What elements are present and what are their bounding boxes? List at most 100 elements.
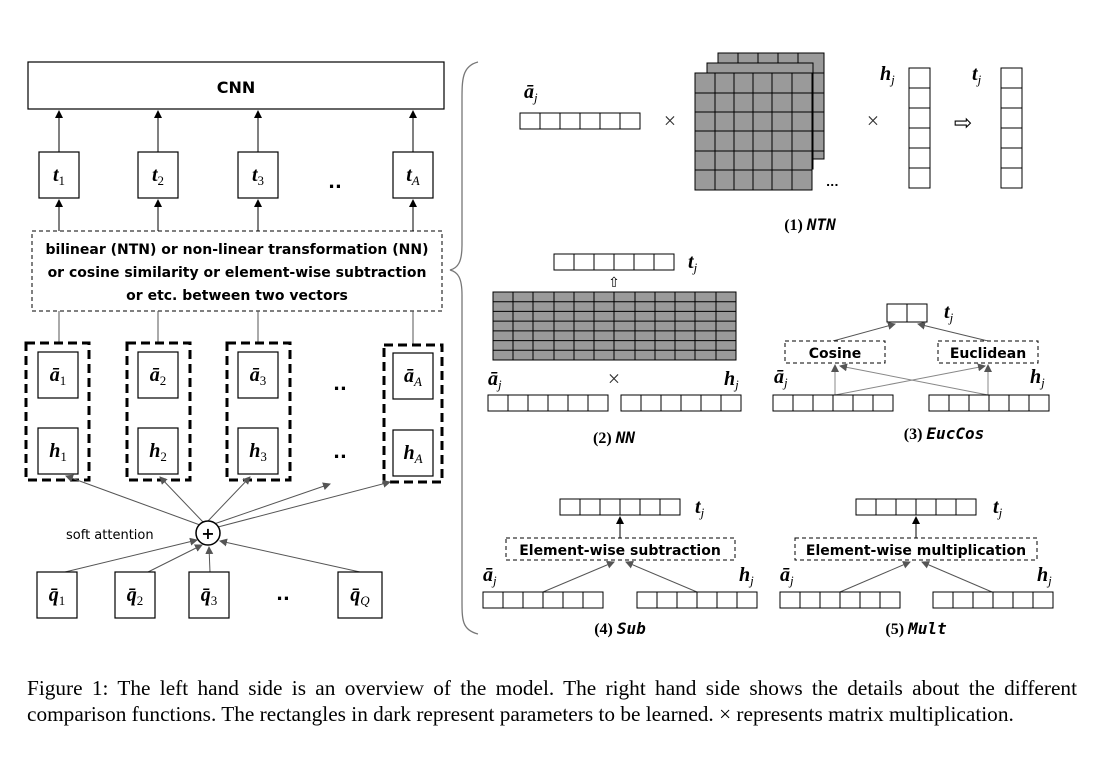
sub-a-label: āj — [483, 564, 497, 588]
a-box-A: āA — [392, 352, 434, 400]
attention-arrows — [65, 474, 391, 528]
cosine-label: Cosine — [809, 346, 862, 362]
q-ellipsis: .. — [276, 584, 290, 605]
mult-a-label: āj — [780, 564, 794, 588]
subtraction-box — [505, 537, 736, 561]
a-box-2: ā2 — [137, 351, 179, 399]
h-box-A: hA — [392, 429, 434, 477]
comparison-line-1: bilinear (NTN) or non-linear transformat… — [46, 242, 429, 258]
a-box-1: ā1 — [37, 351, 79, 399]
euccos-h-label: hj — [1030, 366, 1045, 390]
euclidean-box — [937, 340, 1039, 364]
nn-t-vector — [553, 253, 675, 271]
euccos-t-vector — [886, 303, 928, 323]
t-ellipsis: .. — [328, 172, 342, 193]
svg-text:āA: āA — [404, 365, 422, 389]
ntn-t-vector — [1000, 67, 1023, 189]
a-row: ā1 ā2 ā3 .. āA — [37, 351, 434, 400]
mult-h-vector — [932, 591, 1054, 609]
mult-a-vector — [779, 591, 901, 609]
mult-panel: tj Element-wise multiplication āj hj (5)… — [779, 496, 1054, 638]
svg-text:q̄2: q̄2 — [127, 584, 144, 608]
t-to-cnn-arrows — [55, 110, 417, 152]
ntn-t-label: tj — [972, 63, 982, 87]
ntn-times-1: × — [664, 108, 676, 133]
euclidean-label: Euclidean — [950, 346, 1026, 362]
pair-to-comp-lines — [58, 311, 414, 345]
h-box-3: h3 — [237, 427, 279, 475]
h-box-2: h2 — [137, 427, 179, 475]
plus-symbol: + — [201, 524, 214, 543]
euccos-arrows — [832, 321, 989, 342]
q-box-Q: q̄Q — [337, 571, 383, 619]
svg-text:hA: hA — [403, 442, 422, 466]
svg-text:ā2: ā2 — [150, 364, 167, 388]
mult-h-label: hj — [1037, 564, 1052, 588]
euccos-panel: tj Cosine Euclidean āj hj — [772, 301, 1050, 443]
svg-text:h2: h2 — [149, 440, 167, 464]
sub-t-vector — [559, 498, 681, 516]
pair-boxes — [24, 341, 444, 484]
svg-text:t3: t3 — [252, 164, 264, 188]
multiplication-box — [794, 537, 1038, 561]
comparison-box — [31, 230, 443, 312]
left-overview: CNN t1 t2 t3 .. tA — [24, 61, 445, 619]
ntn-h-label: hj — [880, 63, 895, 87]
ntn-a-label: āj — [524, 81, 538, 105]
nn-panel: tj ⇧ āj × hj (2) NN — [487, 251, 742, 447]
nn-a-vector — [487, 394, 609, 412]
t-row: t1 t2 t3 .. tA — [38, 151, 434, 199]
svg-text:t1: t1 — [53, 164, 65, 188]
subtraction-label: Element-wise subtraction — [519, 543, 721, 559]
svg-text:t2: t2 — [152, 164, 164, 188]
mult-caption: (5) Mult — [885, 619, 947, 638]
cnn-label: CNN — [217, 78, 256, 97]
h-row: h1 h2 h3 .. hA — [37, 427, 434, 477]
nn-caption: (2) NN — [593, 428, 635, 447]
soft-attention-label: soft attention — [66, 528, 154, 543]
ntn-a-vector — [519, 112, 641, 130]
euccos-t-label: tj — [944, 301, 954, 325]
cnn-box — [27, 61, 445, 110]
model-diagram: CNN t1 t2 t3 .. tA — [24, 52, 1054, 638]
sub-caption: (4) Sub — [594, 619, 646, 638]
multiplication-label: Element-wise multiplication — [806, 543, 1026, 559]
ntn-more-dots: ... — [826, 176, 839, 189]
figure-caption: Figure 1: The left hand side is an overv… — [27, 676, 1077, 726]
sub-h-vector — [636, 591, 758, 609]
comparison-line-2: or cosine similarity or element-wise sub… — [48, 265, 427, 281]
q-box-2: q̄2 — [114, 571, 156, 619]
nn-h-vector — [620, 394, 742, 412]
svg-text:q̄3: q̄3 — [201, 584, 218, 608]
sub-t-label: tj — [695, 496, 705, 520]
ntn-times-2: × — [867, 108, 879, 133]
a-ellipsis: .. — [333, 374, 347, 395]
svg-text:ā3: ā3 — [250, 364, 267, 388]
ntn-implies-arrow: ⇨ — [954, 111, 972, 136]
t-box-3: t3 — [237, 151, 279, 199]
nn-a-label: āj — [488, 368, 502, 392]
svg-text:q̄Q: q̄Q — [350, 584, 370, 608]
right-details: āj × ... × hj — [482, 52, 1054, 638]
q-row: q̄1 q̄2 q̄3 .. q̄Q — [36, 571, 383, 619]
nn-weight-matrix — [492, 291, 737, 361]
svg-text:q̄1: q̄1 — [49, 584, 66, 608]
ntn-h-vector — [908, 67, 931, 189]
euccos-caption: (3) EucCos — [904, 424, 984, 443]
euccos-cross-arrows — [831, 363, 992, 396]
svg-text:h3: h3 — [249, 440, 267, 464]
svg-text:h1: h1 — [49, 440, 67, 464]
euccos-h-vector — [928, 394, 1050, 412]
svg-text:tA: tA — [406, 164, 420, 188]
svg-text:ā1: ā1 — [50, 364, 67, 388]
ntn-panel: āj × ... × hj — [519, 52, 1023, 234]
sub-h-label: hj — [739, 564, 754, 588]
nn-t-label: tj — [688, 251, 698, 275]
nn-h-label: hj — [724, 368, 739, 392]
h-ellipsis: .. — [333, 442, 347, 463]
t-box-1: t1 — [38, 151, 80, 199]
cosine-box — [784, 340, 886, 364]
mult-input-arrows — [839, 561, 993, 593]
nn-up-arrow: ⇧ — [608, 275, 620, 291]
h-box-1: h1 — [37, 427, 79, 475]
